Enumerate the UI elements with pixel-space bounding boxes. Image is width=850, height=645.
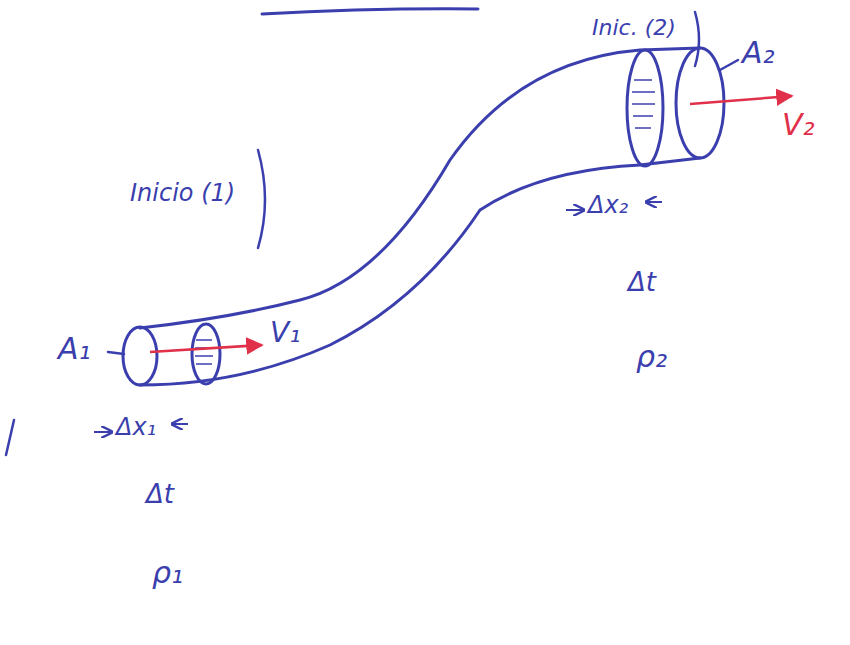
section-hatching xyxy=(195,80,655,364)
stray-mark xyxy=(6,420,14,455)
inlet-opening xyxy=(123,327,157,385)
area-label: A₂ xyxy=(742,36,775,69)
velocity-label: V₂ xyxy=(782,108,815,141)
velocity-arrow xyxy=(690,96,792,104)
bracket xyxy=(258,150,265,248)
dimension-arrow xyxy=(172,423,188,425)
inlet-section xyxy=(192,324,220,384)
leader-line xyxy=(108,352,124,354)
dimension-arrow xyxy=(94,431,112,433)
time-label: Δt xyxy=(628,268,656,297)
density-label: ρ₁ xyxy=(152,556,183,589)
velocity-label: V₁ xyxy=(270,318,300,349)
dimension-arrow xyxy=(646,201,662,203)
velocity-arrow xyxy=(150,345,262,352)
section-label: Inic. (2) xyxy=(592,16,676,40)
dimension-label: Δx₂ xyxy=(588,192,628,218)
time-label: Δt xyxy=(146,480,174,509)
area-label: A₁ xyxy=(58,332,91,365)
section-label: Inicio (1) xyxy=(130,180,235,206)
outlet-section xyxy=(627,50,663,166)
dimension-arrow xyxy=(566,209,584,211)
top-stroke xyxy=(262,9,478,14)
leader-line xyxy=(720,60,738,70)
dimension-label: Δx₁ xyxy=(116,414,156,440)
bracket xyxy=(695,12,699,66)
density-label: ρ₂ xyxy=(636,340,667,373)
